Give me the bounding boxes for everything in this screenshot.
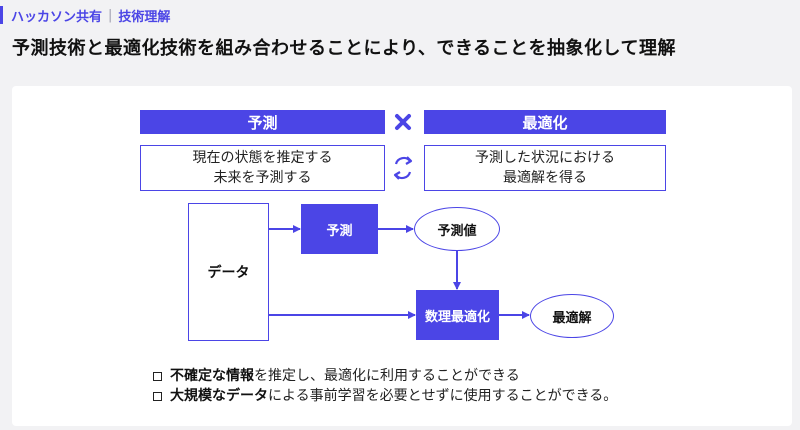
optimization-description: 予測した状況における 最適解を得る [424,145,666,191]
prediction-header: 予測 [140,110,385,134]
multiply-icon [395,114,411,130]
prediction-desc-line-2: 未来を予測する [213,170,312,186]
math-optimization-box: 数理最適化 [416,290,499,340]
checkbox-icon [153,371,162,381]
page-title: 予測技術と最適化技術を組み合わせることにより、できることを抽象化して理解 [12,38,677,59]
cycle-icon [393,156,413,180]
data-box: データ [188,203,269,341]
breadcrumb-topic: 技術理解 [118,9,171,25]
bullet-text: を推定し、最適化に利用することができる [254,368,520,384]
optimal-solution-ellipse: 最適解 [530,294,614,338]
bullet-text: による事前学習を必要とせずに使用することができる。 [268,388,618,404]
optimization-desc-line-2: 最適解を得る [503,170,587,186]
checkbox-icon [153,391,162,401]
prediction-desc-line-1: 現在の状態を推定する [192,150,333,166]
predict-box: 予測 [301,204,378,254]
diagram-panel [12,86,792,426]
optimization-desc-line-1: 予測した状況における [475,150,615,166]
bullet-list: 不確定な情報 を推定し、最適化に利用することができる 大規模なデータ による事前… [153,366,617,406]
breadcrumb: ハッカソン共有 | 技術理解 [0,6,171,25]
bullet-bold: 大規模なデータ [170,388,268,404]
predicted-value-ellipse: 予測値 [414,207,500,251]
bullet-item: 不確定な情報 を推定し、最適化に利用することができる [153,366,617,386]
breadcrumb-section: ハッカソン共有 [11,9,103,25]
bullet-bold: 不確定な情報 [170,368,254,384]
prediction-description: 現在の状態を推定する 未来を予測する [140,145,385,191]
optimization-header: 最適化 [424,110,666,134]
breadcrumb-separator: | [108,7,113,23]
bullet-item: 大規模なデータ による事前学習を必要とせずに使用することができる。 [153,386,617,406]
